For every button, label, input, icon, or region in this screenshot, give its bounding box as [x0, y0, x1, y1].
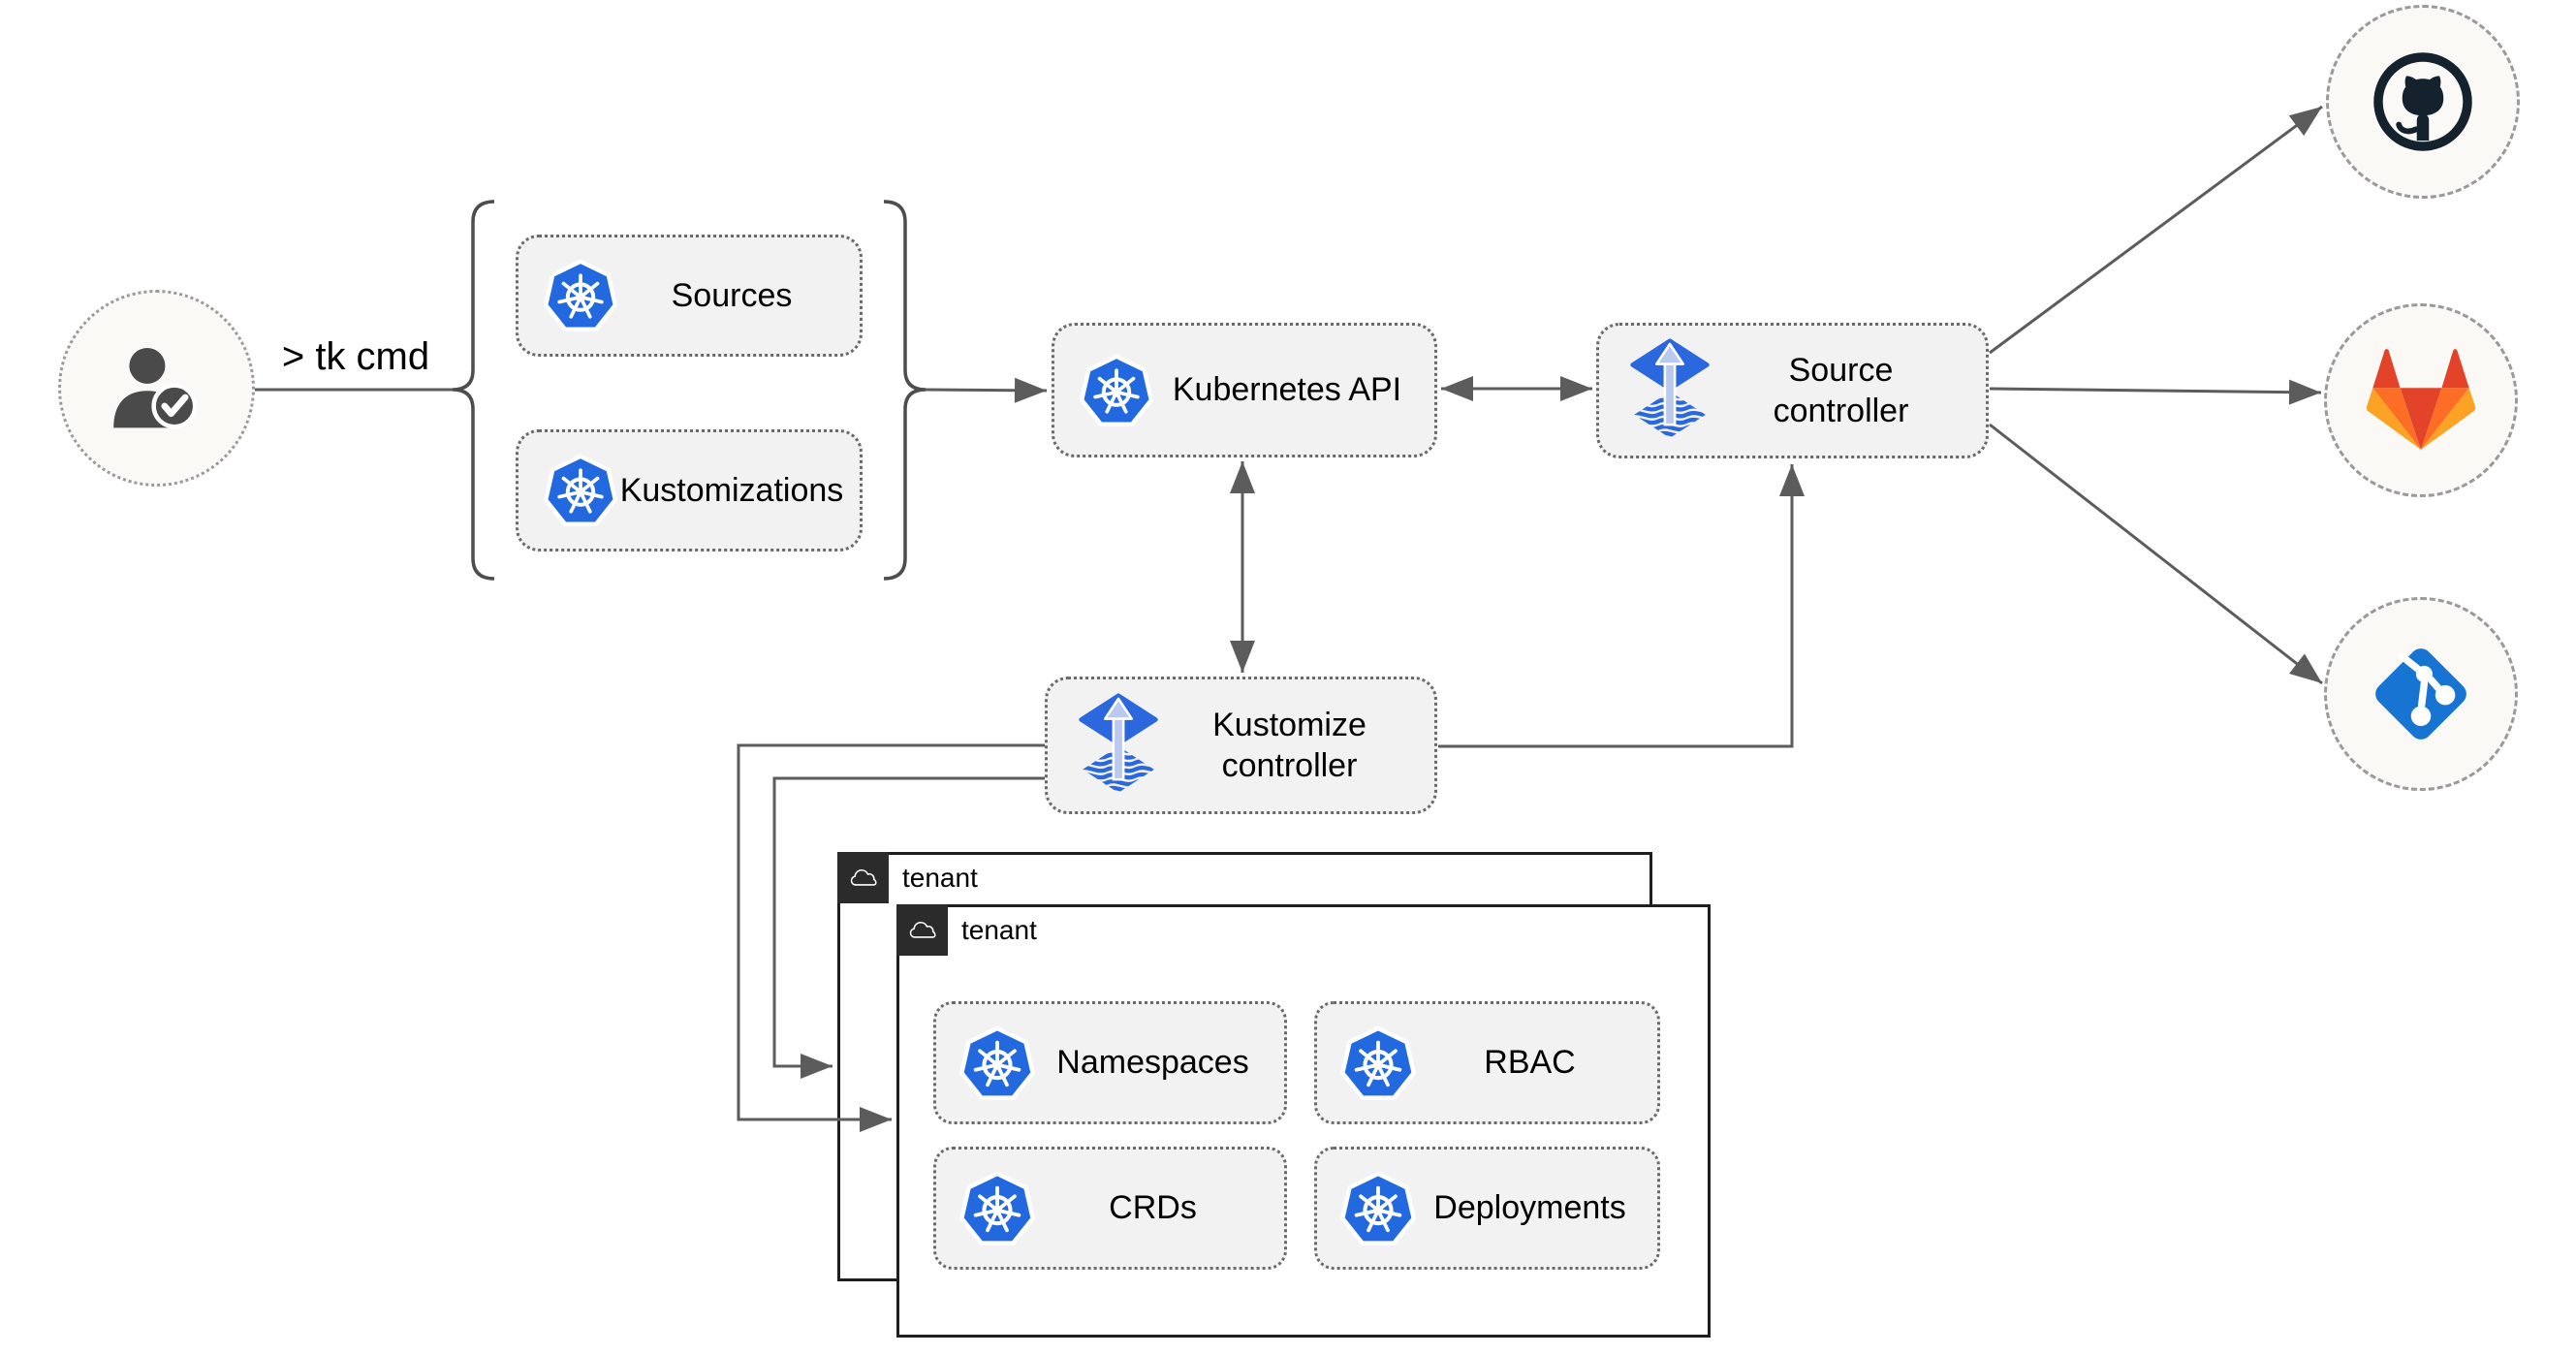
- deployments-node: Deployments: [1314, 1147, 1660, 1270]
- tenant-container-front: tenant Namespaces RBAC CRDs Deployments: [896, 904, 1711, 1338]
- kustomizations-node: Kustomizations: [516, 429, 863, 551]
- kubernetes-icon: [958, 1024, 1037, 1103]
- source-controller-node: Source controller: [1596, 323, 1989, 458]
- cli-command-label: > tk cmd: [281, 335, 430, 378]
- sources-label: Sources: [671, 276, 793, 314]
- gitlab-node: [2324, 303, 2518, 497]
- rbac-label: RBAC: [1484, 1044, 1576, 1082]
- deployments-label: Deployments: [1433, 1189, 1626, 1227]
- rbac-node: RBAC: [1314, 1001, 1660, 1124]
- git-icon: [2366, 639, 2476, 749]
- tenant-label: tenant: [961, 914, 1037, 945]
- edge-source-to-git: [1989, 423, 2323, 685]
- flux-controller-icon: [1628, 338, 1712, 443]
- user-check-icon: [103, 334, 211, 443]
- source-controller-label: Source controller: [1773, 351, 1909, 430]
- edge-source-to-github: [1989, 105, 2323, 355]
- tenant-header: [837, 852, 889, 903]
- kubernetes-icon: [542, 452, 619, 529]
- left-brace: [452, 200, 495, 581]
- edge-source-to-gitlab: [1989, 379, 2322, 405]
- kubernetes-icon: [542, 257, 619, 334]
- crds-label: CRDs: [1109, 1189, 1197, 1227]
- tenant-header: [896, 904, 948, 956]
- github-node: [2326, 5, 2520, 199]
- kubernetes-icon: [1338, 1024, 1418, 1103]
- kustomize-controller-node: Kustomize controller: [1045, 677, 1437, 814]
- kubernetes-icon: [1338, 1169, 1418, 1248]
- kustomizations-label: Kustomizations: [619, 471, 844, 509]
- kubernetes-icon: [1078, 352, 1155, 429]
- cloud-icon: [906, 919, 939, 941]
- flux-controller-icon: [1077, 693, 1160, 798]
- sources-node: Sources: [516, 235, 863, 357]
- crds-node: CRDs: [933, 1147, 1287, 1270]
- namespaces-label: Namespaces: [1056, 1044, 1249, 1082]
- edge-kustomize-to-source: [1438, 464, 1805, 748]
- git-node: [2324, 597, 2518, 791]
- cloud-icon: [847, 867, 880, 889]
- gitlab-icon: [2367, 349, 2475, 453]
- tenant-label: tenant: [902, 862, 978, 893]
- user-node: [58, 290, 255, 487]
- kubernetes-api-node: Kubernetes API: [1052, 323, 1437, 457]
- right-brace: [883, 200, 927, 581]
- kustomize-controller-label: Kustomize controller: [1212, 706, 1367, 785]
- edge-group-to-k8sapi: [925, 377, 1048, 403]
- kubernetes-api-label: Kubernetes API: [1172, 371, 1402, 409]
- kubernetes-icon: [958, 1169, 1037, 1248]
- namespaces-node: Namespaces: [933, 1001, 1287, 1124]
- github-icon: [2366, 45, 2480, 159]
